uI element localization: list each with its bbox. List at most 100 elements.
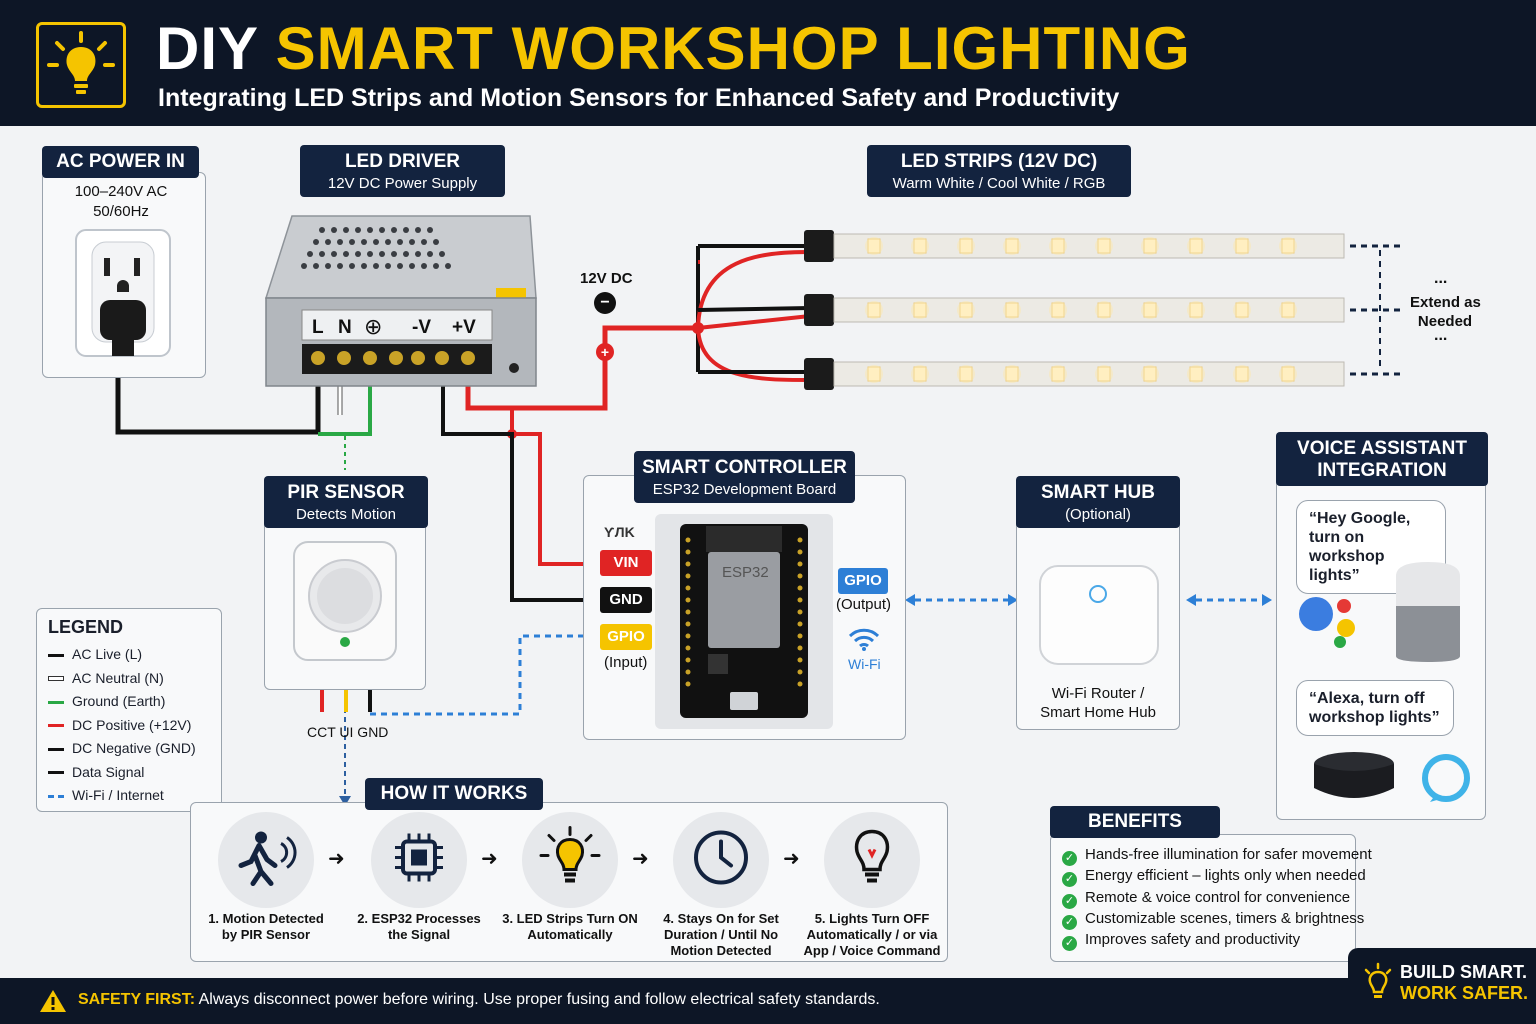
running-person-icon (231, 828, 301, 893)
led-chip (867, 302, 881, 318)
smart-hub-icon (1039, 565, 1159, 665)
lit-bulb-icon (535, 826, 605, 895)
step-5-circle (824, 812, 920, 908)
pin-gpio-input: GPIO (600, 624, 652, 650)
step-2-circle (371, 812, 467, 908)
clock-icon (691, 828, 751, 893)
led-strip (804, 230, 1345, 262)
minus-marker: − (594, 292, 616, 314)
power-supply-unit (264, 215, 537, 387)
extend-ellipsis-bottom: ... (1434, 327, 1448, 344)
legend-swatch (48, 676, 64, 682)
legend-panel (36, 608, 222, 812)
led-chip (1005, 366, 1019, 382)
legend-swatch (48, 794, 64, 798)
led-chip (1097, 302, 1111, 318)
led-chip (1051, 302, 1065, 318)
led-chip (867, 238, 881, 254)
led-chip (1005, 302, 1019, 318)
legend-title: LEGEND (48, 617, 124, 637)
google-assistant-icon (1299, 597, 1355, 648)
header-bar (0, 0, 1536, 126)
warning-icon (40, 990, 66, 1012)
dc-positive-wire (465, 325, 698, 411)
legend-label: DC Negative (GND) (72, 740, 196, 756)
led-chip (1189, 302, 1203, 318)
pin-gnd: GND (600, 587, 652, 613)
led-chip (1143, 238, 1157, 254)
esp32-board-icon (680, 524, 808, 718)
pin-5v-label: ƳЛK (604, 524, 635, 540)
vin-wire (510, 408, 600, 566)
wifi-label: Wi-Fi (848, 656, 881, 672)
dc-output-label: 12V DC (580, 270, 633, 287)
led-chip (1189, 238, 1203, 254)
pir-pins: CCT UI GND (307, 724, 389, 740)
led-chip (1005, 238, 1019, 254)
output-label: (Output) (836, 596, 892, 613)
footer-bar (0, 978, 1536, 1024)
led-chip (1281, 238, 1295, 254)
legend-label: Data Signal (72, 763, 145, 780)
benefit-item: ✓Energy efficient – lights only when nee… (1062, 866, 1366, 888)
legend-swatch (48, 724, 64, 728)
legend-item: Ground (Earth) (48, 692, 165, 710)
led-chip (1051, 366, 1065, 382)
legend-item: AC Live (L) (48, 645, 142, 663)
strip1-pos-wire (696, 250, 811, 329)
strip2-pos-wire (697, 314, 811, 330)
pir-sensor-icon (293, 541, 397, 661)
check-icon: ✓ (1062, 893, 1077, 909)
legend-item: DC Positive (+12V) (48, 716, 191, 734)
ground-wire (318, 378, 372, 436)
led-strip (804, 294, 1345, 326)
legend-item: Data Signal (48, 763, 144, 781)
legend-swatch (48, 653, 64, 657)
wall-outlet-icon (75, 229, 171, 357)
benefit-item: ✓Hands-free illumination for safer movem… (1062, 845, 1372, 866)
check-icon: ✓ (1062, 914, 1077, 930)
step-4-circle (673, 812, 769, 908)
step-arrow-icon: ➜ (328, 848, 345, 870)
led-chip (1235, 302, 1249, 318)
pin-vin: VIN (600, 550, 652, 576)
strip-body (833, 361, 1345, 387)
ac-live-wire (115, 330, 321, 435)
led-chip (913, 302, 927, 318)
led-chip (1281, 302, 1295, 318)
strip-body (833, 233, 1345, 259)
chip-icon (389, 828, 449, 893)
terminal-neg: -V (412, 317, 431, 338)
google-home-speaker-icon (1396, 562, 1460, 662)
chip-marking: ESP32 (722, 564, 769, 581)
legend-swatch (48, 771, 64, 775)
step-arrow-icon: ➜ (783, 848, 800, 870)
bulb-off-icon (842, 826, 902, 895)
page-subtitle: Integrating LED Strips and Motion Sensor… (158, 84, 1120, 112)
led-chip (867, 366, 881, 382)
plus-marker (596, 343, 614, 361)
how-label: HOW IT WORKS (365, 778, 543, 810)
step-3-circle (522, 812, 618, 908)
legend-label: AC Neutral (N) (72, 669, 164, 686)
extend-ellipsis-top: ... (1434, 270, 1448, 287)
led-chip (913, 366, 927, 382)
hub-description: Wi-Fi Router /Smart Home Hub (1040, 685, 1156, 721)
legend-label: Wi-Fi / Internet (72, 787, 164, 803)
led-strip (804, 358, 1345, 390)
legend-label: AC Live (L) (72, 646, 143, 662)
wifi-icon (848, 628, 880, 651)
led-chip (1143, 302, 1157, 318)
terminal-n: N (338, 317, 352, 338)
page-title: DIY SMART WORKSHOP LIGHTING (156, 15, 1191, 82)
lightbulb-badge-icon (1364, 962, 1392, 998)
led-chip (913, 238, 927, 254)
legend-label: Ground (Earth) (72, 693, 166, 709)
led-chip (1051, 238, 1065, 254)
step-1-circle (218, 812, 314, 908)
